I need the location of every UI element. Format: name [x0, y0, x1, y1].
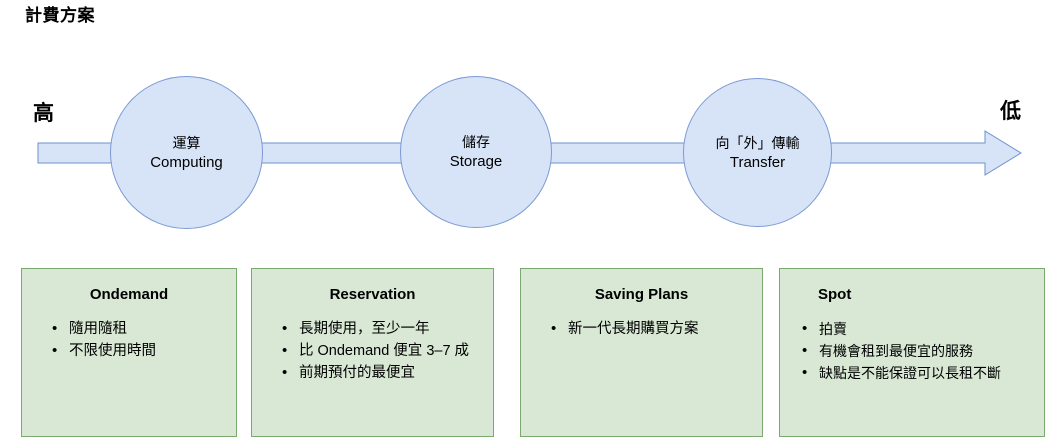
plan-title: Reservation — [329, 286, 416, 303]
plan-title: Spot — [818, 286, 852, 303]
stage-label-en: Transfer — [729, 153, 786, 171]
axis-label-low: 低 — [1000, 100, 1021, 123]
stage-label-en: Storage — [449, 153, 503, 170]
plan-bullet-item: 隨用隨租 — [52, 318, 230, 340]
plan-bullet-item: 長期使用，至少一年 — [282, 318, 487, 340]
plan-bullet-item: 比 Ondemand 便宜 3–7 成 — [282, 340, 487, 362]
stage-circle-transfer[interactable]: 向「外」傳輸 Transfer — [683, 78, 832, 227]
plan-bullet-item: 缺點是不能保證可以長租不斷 — [802, 362, 1038, 384]
plan-title: Saving Plans — [594, 286, 689, 303]
plan-title: Ondemand — [89, 286, 169, 303]
plan-bullet-list: 拍賣有機會租到最便宜的服務缺點是不能保證可以長租不斷 — [780, 318, 1044, 384]
plan-bullet-list: 隨用隨租不限使用時間 — [22, 318, 236, 362]
axis-label-high: 高 — [33, 102, 54, 125]
plan-bullet-item: 新一代長期購買方案 — [551, 318, 756, 340]
plan-bullet-item: 拍賣 — [802, 318, 1038, 340]
stage-label-cn: 儲存 — [462, 134, 490, 150]
plan-box-spot[interactable]: Spot 拍賣有機會租到最便宜的服務缺點是不能保證可以長租不斷 — [779, 268, 1045, 437]
stage-circle-storage[interactable]: 儲存 Storage — [400, 76, 552, 228]
plan-box-ondemand[interactable]: Ondemand 隨用隨租不限使用時間 — [21, 268, 237, 437]
plan-box-reservation[interactable]: Reservation 長期使用，至少一年比 Ondemand 便宜 3–7 成… — [251, 268, 494, 437]
plan-bullet-item: 前期預付的最便宜 — [282, 362, 487, 384]
plan-bullet-item: 有機會租到最便宜的服務 — [802, 340, 1038, 362]
stage-circle-computing[interactable]: 運算 Computing — [110, 76, 263, 229]
plan-bullet-list: 新一代長期購買方案 — [521, 318, 762, 340]
stage-label-cn: 運算 — [172, 134, 201, 151]
plan-bullet-item: 不限使用時間 — [52, 340, 230, 362]
plan-box-saving-plans[interactable]: Saving Plans 新一代長期購買方案 — [520, 268, 763, 437]
plan-bullet-list: 長期使用，至少一年比 Ondemand 便宜 3–7 成前期預付的最便宜 — [252, 318, 493, 384]
stage-label-en: Computing — [150, 153, 223, 171]
page-title: 計費方案 — [25, 6, 95, 25]
stage-label-cn: 向「外」傳輸 — [715, 134, 800, 151]
